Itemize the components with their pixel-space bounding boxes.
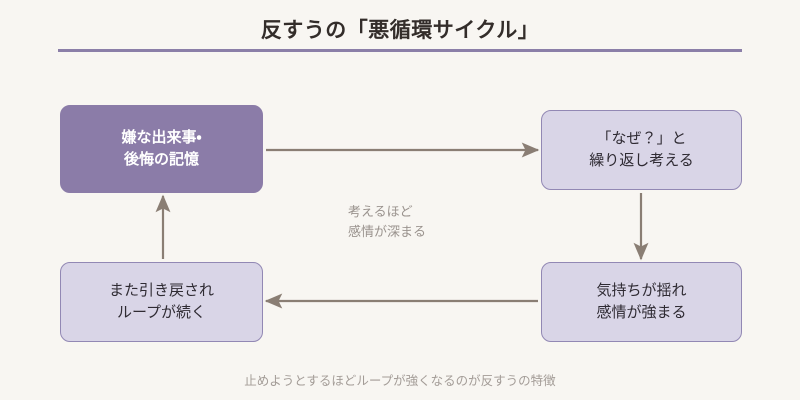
node-emotion-line2: 感情が強まる [596, 303, 687, 321]
node-loop-line1: また引き戻され [108, 281, 214, 300]
node-trigger-line1: 嫌な出来事・ [121, 128, 202, 147]
node-question[interactable]: 「なぜ？」と 繰り返し考える [541, 110, 742, 190]
title-divider [58, 49, 742, 52]
node-trigger[interactable]: 嫌な出来事・ 後悔の記憶 [60, 105, 263, 193]
node-emotion[interactable]: 気持ちが揺れ 感情が強まる [541, 262, 742, 342]
node-emotion-line1: 気持ちが揺れ [596, 281, 687, 300]
node-question-line1: 「なぜ？」と [596, 129, 687, 148]
node-trigger-line2: 後悔の記憶 [123, 150, 199, 168]
center-annotation-line1: 考えるほど [348, 205, 413, 220]
center-annotation: 考えるほど 感情が深まる [348, 203, 426, 242]
node-loop[interactable]: また引き戻され ループが続く [60, 262, 263, 342]
page-title: 反すうの「悪循環サイクル」 [260, 18, 540, 42]
node-loop-line2: ループが続く [116, 303, 207, 321]
node-question-line2: 繰り返し考える [589, 151, 694, 169]
footer-note: 止めようとするほどループが強くなるのが反すうの特徴 [244, 373, 556, 388]
center-annotation-line2: 感情が深まる [348, 224, 427, 240]
